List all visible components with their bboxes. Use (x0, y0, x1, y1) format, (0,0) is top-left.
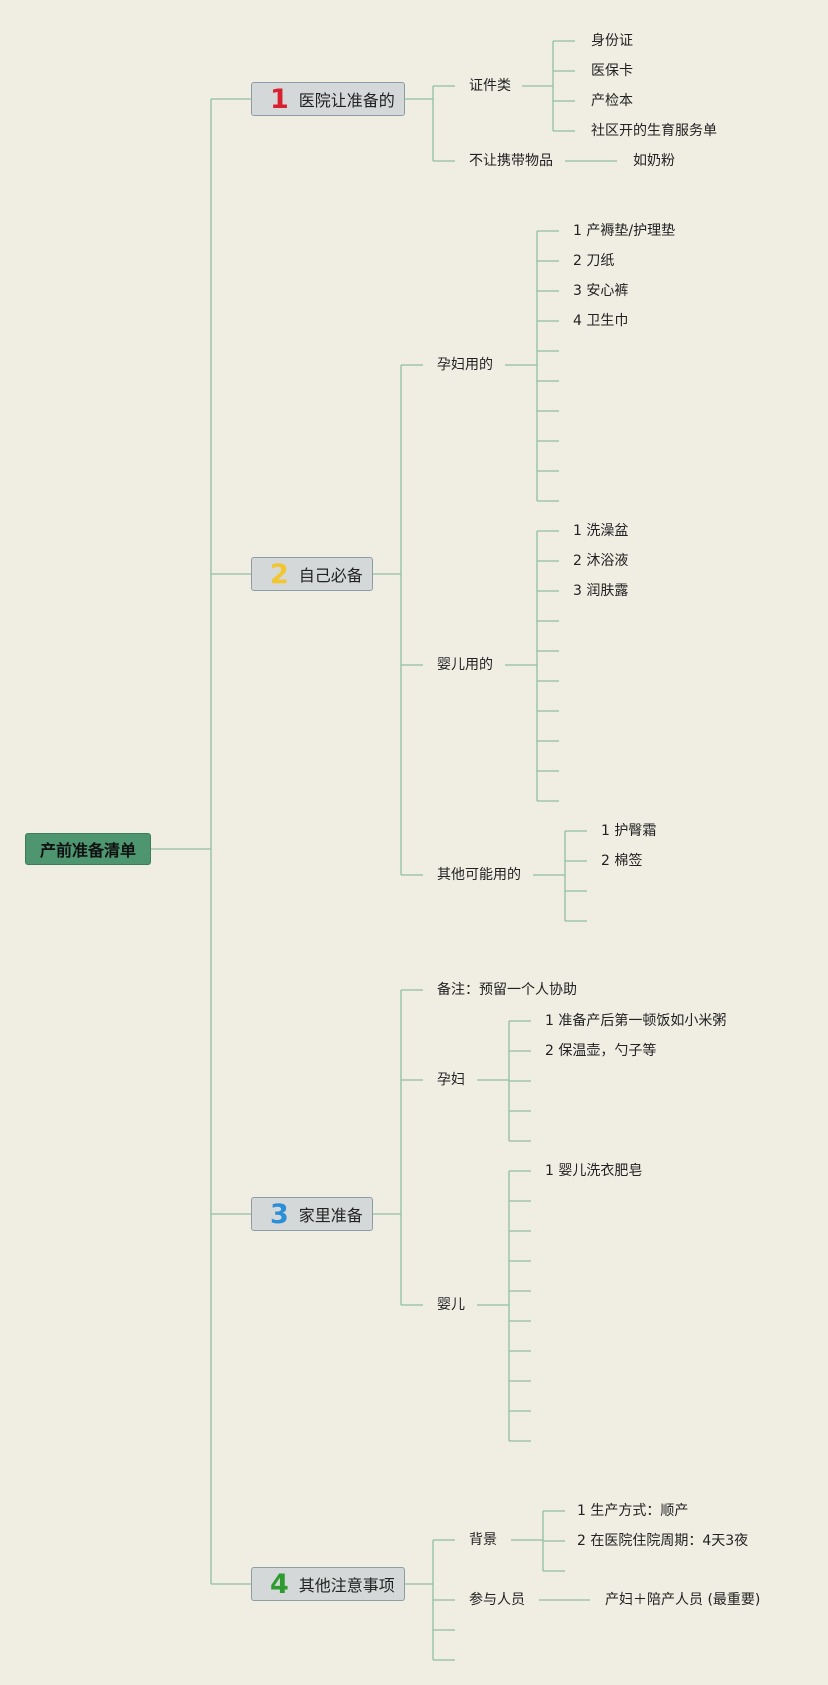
section-number-1: 1 (270, 83, 289, 115)
section-title-home: 家里准备 (298, 1206, 363, 1225)
branch-home-mother[interactable]: 孕妇 (437, 1072, 465, 1088)
leaf-first-meal[interactable]: 1 准备产后第一顿饭如小米粥 (545, 1013, 727, 1029)
leaf-formula[interactable]: 如奶粉 (633, 153, 675, 169)
branch-other-items[interactable]: 其他可能用的 (437, 867, 521, 883)
section-notes[interactable]: 4 其他注意事项 (251, 1567, 405, 1601)
leaf-id-card[interactable]: 身份证 (591, 33, 633, 49)
branch-mother-items[interactable]: 孕妇用的 (437, 357, 493, 373)
section-home[interactable]: 3 家里准备 (251, 1197, 373, 1231)
section-number-4: 4 (270, 1568, 289, 1600)
branch-participants[interactable]: 参与人员 (469, 1592, 525, 1608)
leaf-sanitary-pad[interactable]: 4 卫生巾 (573, 313, 629, 329)
leaf-tissue[interactable]: 2 刀纸 (573, 253, 615, 269)
leaf-prenatal-book[interactable]: 产检本 (591, 93, 633, 109)
branch-documents[interactable]: 证件类 (469, 78, 511, 94)
leaf-insurance-card[interactable]: 医保卡 (591, 63, 633, 79)
section-title-self: 自己必备 (298, 566, 363, 585)
leaf-cotton-swab[interactable]: 2 棉签 (601, 853, 643, 869)
leaf-diaper-cream[interactable]: 1 护臀霜 (601, 823, 657, 839)
note-helper[interactable]: 备注：预留一个人协助 (437, 982, 577, 998)
leaf-baby-soap[interactable]: 1 婴儿洗衣肥皂 (545, 1163, 643, 1179)
section-hospital[interactable]: 1 医院让准备的 (251, 82, 405, 116)
leaf-bathtub[interactable]: 1 洗澡盆 (573, 523, 629, 539)
leaf-delivery-method[interactable]: 1 生产方式：顺产 (577, 1503, 689, 1519)
leaf-thermos[interactable]: 2 保温壶，勺子等 (545, 1043, 657, 1059)
leaf-maternity-pad[interactable]: 1 产褥垫/护理垫 (573, 223, 676, 239)
leaf-safety-pants[interactable]: 3 安心裤 (573, 283, 629, 299)
section-number-3: 3 (270, 1198, 289, 1230)
leaf-hospital-stay[interactable]: 2 在医院住院周期：4天3夜 (577, 1533, 749, 1549)
root-node[interactable]: 产前准备清单 (25, 833, 151, 865)
leaf-lotion[interactable]: 3 润肤露 (573, 583, 629, 599)
section-title-notes: 其他注意事项 (298, 1576, 395, 1595)
branch-background[interactable]: 背景 (469, 1532, 497, 1548)
leaf-birth-service-form[interactable]: 社区开的生育服务单 (591, 123, 717, 139)
branch-home-baby[interactable]: 婴儿 (437, 1297, 465, 1313)
branch-not-allowed[interactable]: 不让携带物品 (469, 153, 553, 169)
section-title-hospital: 医院让准备的 (298, 91, 395, 110)
leaf-body-wash[interactable]: 2 沐浴液 (573, 553, 629, 569)
section-number-2: 2 (270, 558, 289, 590)
leaf-participants-list[interactable]: 产妇＋陪产人员 (最重要) (605, 1592, 761, 1608)
section-self[interactable]: 2 自己必备 (251, 557, 373, 591)
branch-baby-items[interactable]: 婴儿用的 (437, 657, 493, 673)
